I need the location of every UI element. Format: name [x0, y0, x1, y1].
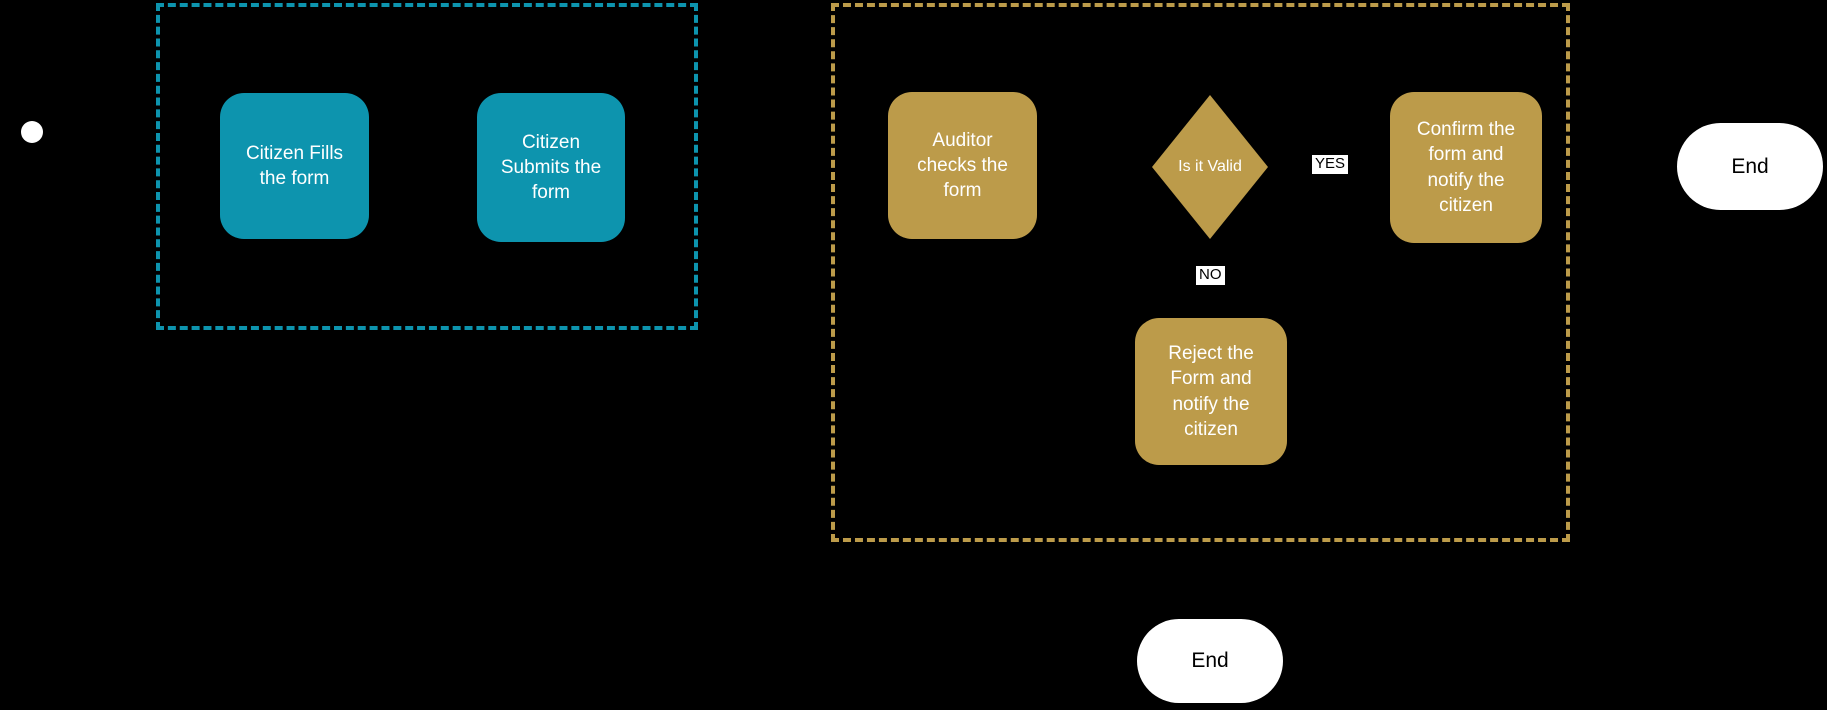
edge-label-yes: YES [1312, 155, 1349, 174]
task-citizen-fills-form: Citizen Fills the form [220, 93, 369, 239]
task-citizen-submits-form: Citizen Submits the form [477, 93, 625, 242]
task-auditor-checks-form: Auditor checks the form [888, 92, 1037, 239]
start-event-node [21, 121, 43, 143]
edge-label-no: NO [1196, 266, 1225, 285]
task-confirm-and-notify: Confirm the form and notify the citizen [1390, 92, 1542, 243]
citizen-lane-container [156, 3, 698, 330]
end-node-right: End [1677, 123, 1823, 210]
end-node-bottom: End [1137, 619, 1283, 703]
task-reject-and-notify: Reject the Form and notify the citizen [1135, 318, 1287, 465]
auditor-lane-container [831, 3, 1570, 542]
